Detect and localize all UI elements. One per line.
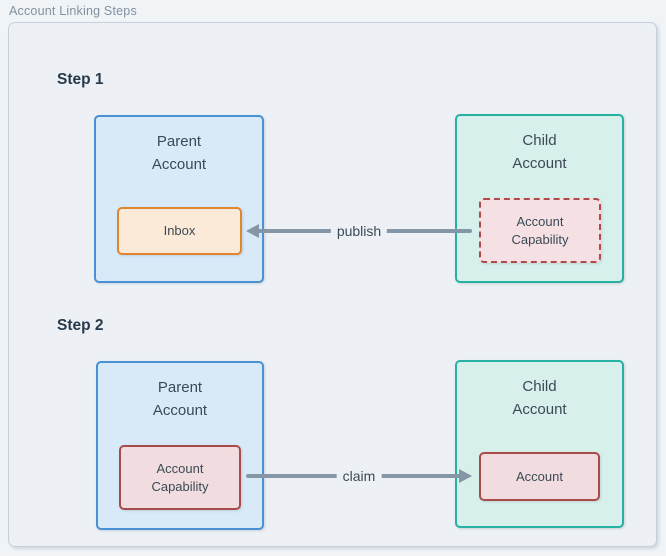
step1-account-capability-label: Account Capability <box>511 213 569 247</box>
step2-label: Step 2 <box>57 317 104 334</box>
step1-inbox-label: Inbox <box>163 223 196 238</box>
step1-account-capability-box: Account Capability <box>479 198 601 263</box>
publish-arrow-label: publish <box>330 223 388 239</box>
step1-parent-account-title: Parent Account <box>151 133 207 173</box>
claim-arrowhead-icon <box>459 469 472 483</box>
claim-arrow: claim <box>246 468 472 484</box>
step1-label: Step 1 <box>57 71 104 88</box>
publish-arrow: publish <box>246 223 472 239</box>
step2-parent-account-title: Parent Account <box>152 379 208 419</box>
step1-inbox-box: Inbox <box>117 207 242 255</box>
step2-child-account-title: Child Account <box>512 378 567 418</box>
diagram-title: Account Linking Steps <box>9 4 137 18</box>
step2-account-capability-box: Account Capability <box>119 445 241 510</box>
step2-account-box: Account <box>479 452 600 501</box>
step2-child-account-box: Child Account <box>455 360 624 528</box>
step2-account-label: Account <box>516 468 563 484</box>
publish-arrowhead-icon <box>246 224 259 238</box>
claim-arrow-label: claim <box>336 468 382 484</box>
diagram-container: Step 1 Parent Account Inbox Child Accoun… <box>8 22 657 547</box>
step2-account-capability-label: Account Capability <box>151 460 209 494</box>
step1-parent-account-box: Parent Account <box>94 115 264 283</box>
step1-child-account-title: Child Account <box>512 132 567 172</box>
